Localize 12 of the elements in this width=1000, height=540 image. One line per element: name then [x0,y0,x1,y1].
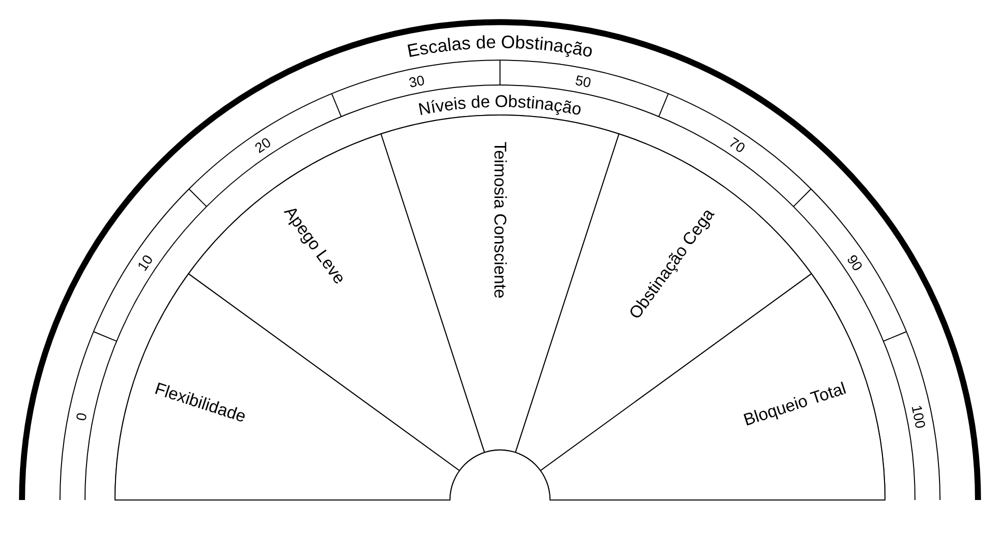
scale-value: 90 [844,252,866,274]
scale-value: 0 [72,411,90,422]
scale-value: 10 [134,252,156,274]
scale-value: 20 [252,134,274,156]
levels-title: Níveis de Obstinação [416,92,584,120]
scale-value: 100 [908,404,929,430]
sector-label: Teimosia Consciente [490,142,510,298]
scale-value: 30 [408,72,426,91]
scale-value: 70 [726,134,748,156]
scale-value: 50 [574,72,592,91]
sector-label: Bloqueio Total [741,378,848,430]
scale-title: Escalas de Obstinação [406,32,595,62]
